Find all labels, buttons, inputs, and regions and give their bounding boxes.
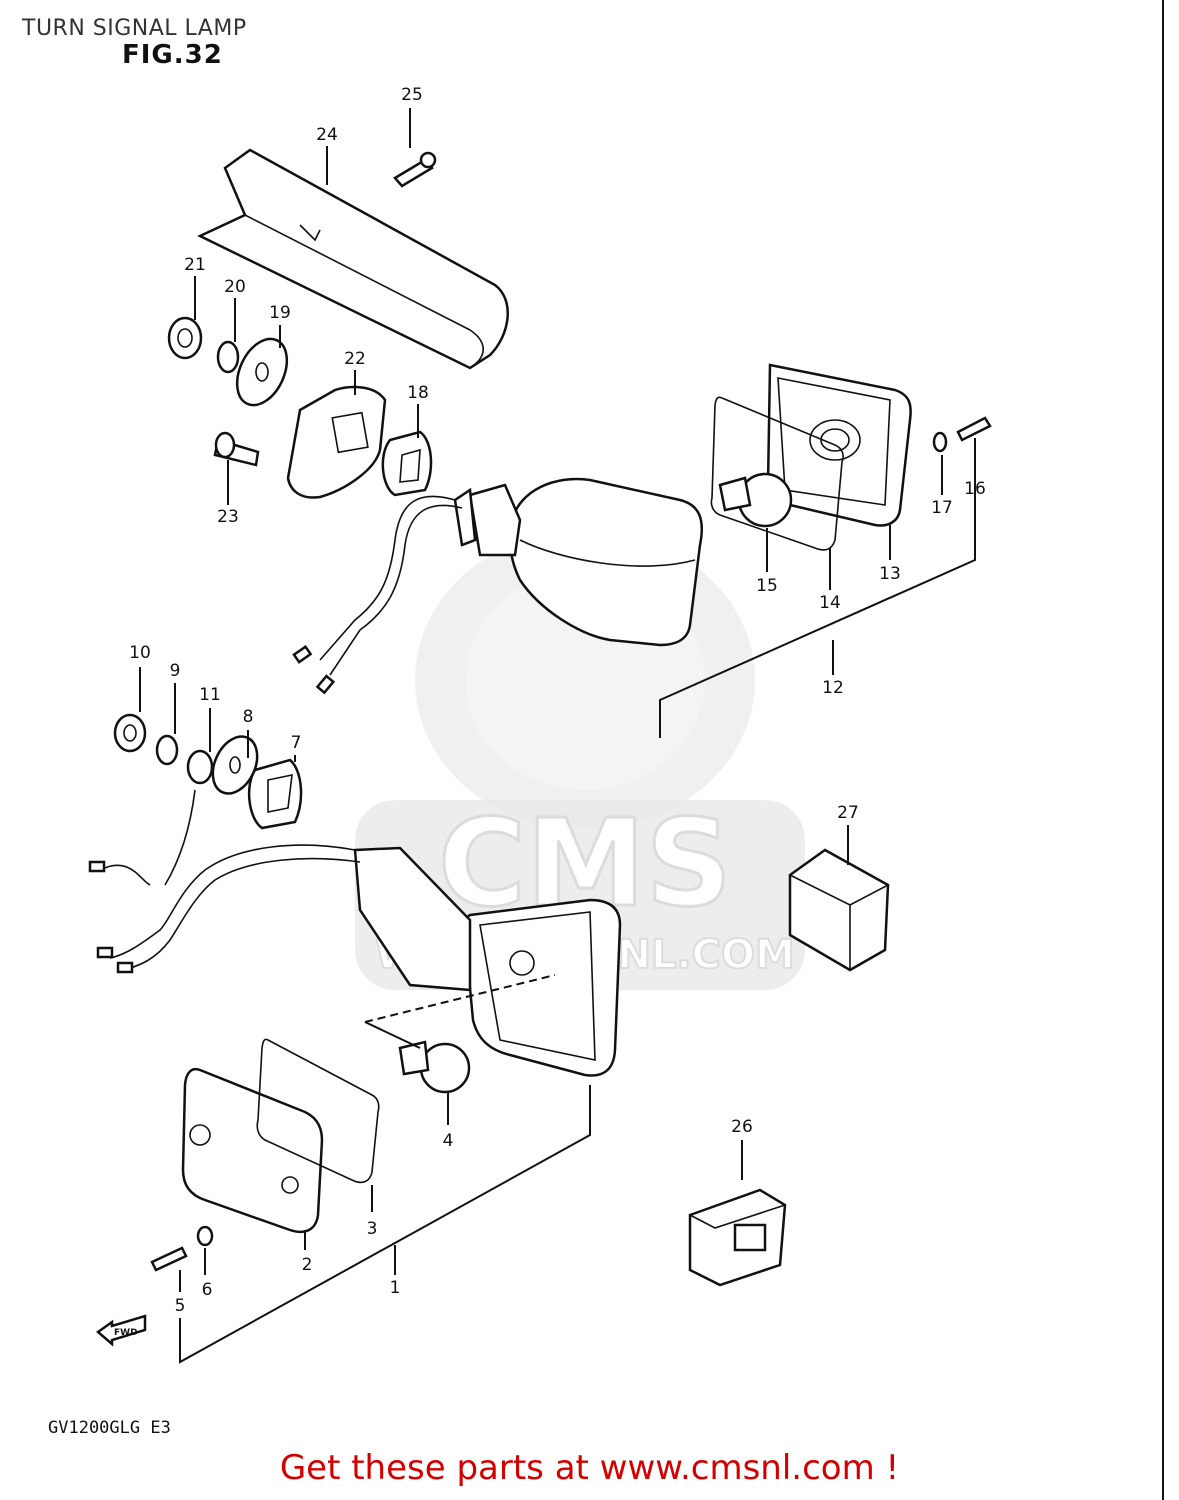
front-turn-signal — [88, 789, 622, 1077]
fwd-arrow: FWD — [95, 1314, 147, 1347]
callout-18: 18 — [407, 383, 429, 403]
screw-5 — [150, 1246, 188, 1272]
callout-3: 3 — [367, 1219, 378, 1239]
page-title: TURN SIGNAL LAMP — [22, 16, 247, 41]
bulb-4 — [398, 1040, 471, 1094]
callout-8: 8 — [243, 707, 254, 727]
callout-14: 14 — [819, 593, 841, 613]
relay-27 — [788, 848, 890, 972]
callout-12: 12 — [822, 678, 844, 698]
callout-9: 9 — [170, 661, 181, 681]
callout-16: 16 — [964, 479, 986, 499]
callout-26: 26 — [731, 1117, 753, 1137]
callout-5: 5 — [175, 1296, 186, 1316]
gasket-14 — [710, 396, 844, 551]
callout-21: 21 — [184, 255, 206, 275]
screw-16 — [956, 416, 992, 442]
rear-turn-signal — [292, 477, 704, 695]
callout-19: 19 — [269, 303, 291, 323]
license-lamp-cover — [197, 148, 509, 370]
callout-17: 17 — [931, 498, 953, 518]
callout-15: 15 — [756, 576, 778, 596]
rear-mount-parts — [167, 316, 433, 499]
callout-25: 25 — [401, 85, 423, 105]
callout-labels: 1 2 3 4 5 6 7 8 9 10 11 12 13 14 15 16 1… — [129, 85, 986, 1316]
callout-24: 24 — [316, 125, 338, 145]
callout-23: 23 — [217, 507, 239, 527]
bulb-15 — [718, 472, 793, 528]
callout-6: 6 — [202, 1280, 213, 1300]
washer-6 — [196, 1225, 214, 1247]
callout-22: 22 — [344, 349, 366, 369]
model-code: GV1200GLG E3 — [48, 1418, 171, 1438]
washer-17 — [932, 431, 948, 453]
leader-lines — [139, 108, 976, 1364]
callout-13: 13 — [879, 564, 901, 584]
callout-11: 11 — [199, 685, 221, 705]
front-mount-parts — [113, 713, 303, 830]
callout-1: 1 — [390, 1278, 401, 1298]
callout-7: 7 — [291, 733, 302, 753]
relay-26 — [688, 1188, 787, 1287]
callout-10: 10 — [129, 643, 151, 663]
promo-link[interactable]: Get these parts at www.cmsnl.com ! — [279, 1448, 900, 1488]
callout-27: 27 — [837, 803, 859, 823]
callout-4: 4 — [443, 1131, 454, 1151]
figure-label: FIG.32 — [122, 40, 223, 70]
front-lens-2 — [181, 1068, 324, 1234]
fwd-label: FWD — [114, 1328, 138, 1338]
callout-20: 20 — [224, 277, 246, 297]
callout-2: 2 — [302, 1255, 313, 1275]
screw-25 — [393, 151, 437, 188]
gasket-3 — [256, 1038, 380, 1184]
